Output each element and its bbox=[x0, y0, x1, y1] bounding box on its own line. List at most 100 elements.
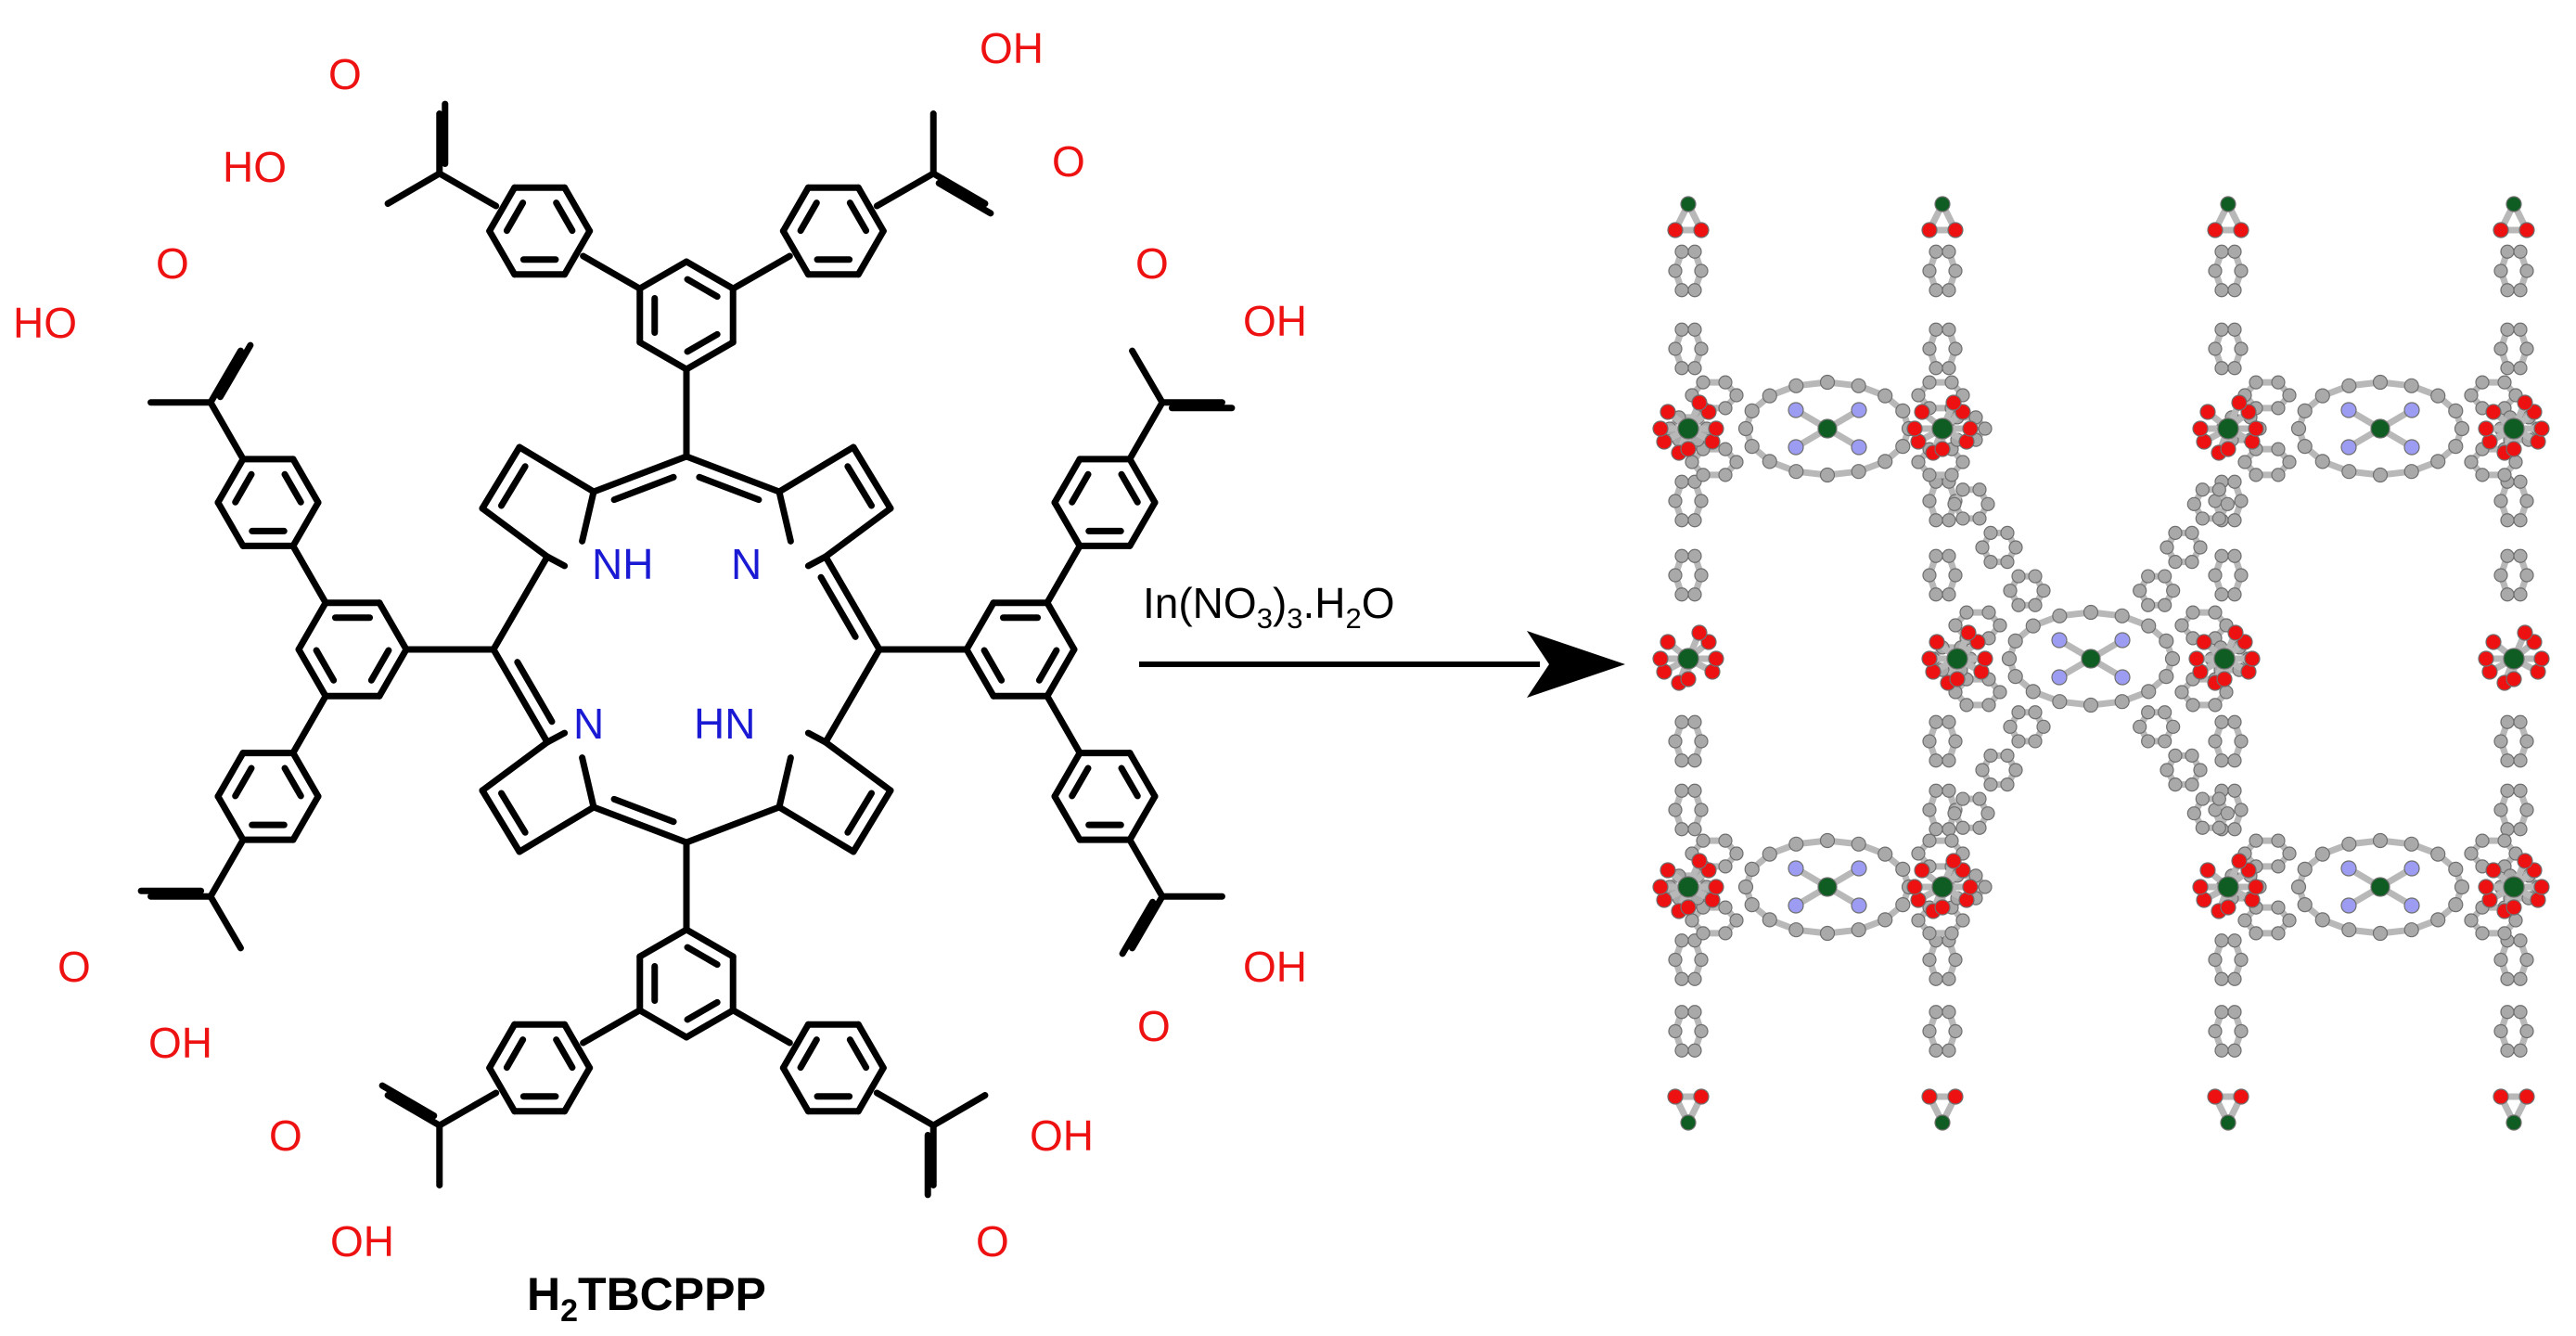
carbon-atom bbox=[2282, 913, 2297, 928]
carbon-atom bbox=[2214, 548, 2229, 563]
carbon-atom bbox=[1972, 820, 1987, 835]
bond-line bbox=[822, 553, 883, 653]
carbon-atom bbox=[2220, 806, 2235, 821]
oxygen-atom bbox=[1977, 650, 1993, 667]
carbon-atom bbox=[1674, 822, 1689, 837]
double-bond-line bbox=[817, 573, 859, 640]
carbon-atom bbox=[2430, 454, 2446, 469]
oxygen-atom bbox=[2248, 420, 2264, 437]
carbon-atom bbox=[1944, 375, 1959, 390]
carbon-atom bbox=[1922, 341, 1937, 356]
ring-bond bbox=[683, 258, 737, 292]
carbon-atom bbox=[1694, 341, 1709, 356]
carbon-atom bbox=[1819, 467, 1836, 483]
ring-bond bbox=[636, 926, 690, 960]
carbon-atom bbox=[2513, 933, 2528, 948]
carbon-atom bbox=[2403, 464, 2419, 480]
carbon-atom bbox=[2497, 375, 2512, 390]
ring-bond bbox=[561, 1064, 594, 1115]
biaryl-bond bbox=[580, 252, 644, 292]
indium-atom bbox=[2503, 876, 2525, 898]
compound-name-subscript: 2 bbox=[560, 1293, 578, 1329]
indium-atom bbox=[2217, 418, 2239, 440]
carbon-atom bbox=[2220, 496, 2235, 511]
oxygen-atom bbox=[1660, 634, 1676, 650]
carbon-atom bbox=[2208, 698, 2223, 713]
crystal-framework bbox=[1652, 196, 2550, 1131]
nitrogen-atom bbox=[2051, 632, 2068, 649]
oxygen-atom bbox=[1945, 853, 1962, 869]
carbon-atom bbox=[2493, 341, 2508, 356]
ring-bond bbox=[854, 184, 887, 235]
carbon-atom bbox=[2227, 933, 2242, 948]
oxygen-atom bbox=[1929, 634, 1945, 650]
carbon-atom bbox=[2234, 341, 2249, 356]
carbon-atom bbox=[2297, 403, 2313, 418]
oxygen-atom bbox=[2207, 222, 2224, 238]
carbon-atom bbox=[1929, 361, 1943, 376]
carbon-atom bbox=[2052, 608, 2068, 623]
carbon-atom bbox=[1694, 568, 1709, 583]
oxygen-atom bbox=[1914, 862, 1930, 879]
carbon-atom bbox=[2208, 605, 2223, 620]
carbon-atom bbox=[2341, 378, 2357, 393]
pyrrole-bond bbox=[775, 754, 794, 811]
ring-bond bbox=[636, 339, 690, 373]
carbon-atom bbox=[2195, 820, 2210, 835]
carbon-atom bbox=[2208, 734, 2223, 749]
ring-bond bbox=[561, 1021, 594, 1072]
carbon-atom bbox=[1788, 922, 1804, 938]
carbon-atom bbox=[1895, 403, 1911, 418]
carbon-atom bbox=[2214, 244, 2229, 259]
carbon-atom bbox=[1942, 1043, 1956, 1058]
carbon-atom bbox=[2519, 341, 2534, 356]
ring-double-bond bbox=[281, 764, 304, 800]
ring-bond bbox=[963, 599, 997, 653]
oxygen-atom bbox=[2192, 420, 2209, 437]
carbon-atom bbox=[1685, 913, 1699, 928]
compound-name: H2TBCPPP bbox=[527, 1268, 766, 1329]
carbon-atom bbox=[1942, 783, 1956, 798]
ring-double-bond bbox=[503, 1036, 527, 1072]
oxygen-atom bbox=[1652, 420, 1669, 437]
carbon-atom bbox=[2372, 374, 2389, 391]
carbon-atom bbox=[1895, 861, 1911, 877]
carbon-atom bbox=[2249, 926, 2263, 941]
ring-bond bbox=[636, 1007, 690, 1041]
carbon-atom bbox=[2271, 375, 2286, 390]
carbon-atom bbox=[1718, 401, 1733, 416]
oxygen-atom bbox=[2493, 222, 2509, 238]
ring-bond bbox=[779, 227, 812, 278]
carbon-atom bbox=[2214, 1043, 2229, 1058]
oxygen-atom bbox=[1660, 404, 1676, 420]
oxygen-atom bbox=[2506, 899, 2522, 916]
carbon-atom bbox=[1687, 244, 1702, 259]
carbon-atom bbox=[1694, 1023, 1709, 1039]
pyrrole-bond bbox=[804, 729, 829, 746]
nitrogen-atom bbox=[1788, 439, 1804, 456]
carbon-atom bbox=[2282, 455, 2297, 469]
oxygen-atom bbox=[1693, 222, 1710, 238]
carbon-atom bbox=[1694, 952, 1709, 968]
oxygen-atom bbox=[2216, 671, 2233, 687]
carbon-atom bbox=[2227, 322, 2242, 337]
carbon-atom bbox=[1942, 361, 1956, 376]
carbon-atom bbox=[1674, 714, 1689, 729]
carbon-atom bbox=[1687, 513, 1702, 528]
oxygen-atom bbox=[1708, 420, 1724, 437]
carbon-atom bbox=[2083, 604, 2099, 621]
ring-double-bond bbox=[980, 647, 1006, 684]
oxygen-atom bbox=[1949, 671, 1966, 687]
carbonyl-bond bbox=[929, 170, 989, 207]
carbonyl-double-bond bbox=[1119, 898, 1157, 957]
carbon-atom bbox=[2249, 833, 2263, 848]
molecule-structure: NH N N HN O HO OH O O HO O OH O OH OH O … bbox=[13, 24, 1307, 1329]
carbon-atom bbox=[2164, 650, 2181, 667]
carbon-atom bbox=[1674, 933, 1689, 948]
carbon-atom bbox=[2141, 734, 2156, 749]
oxygen-atom bbox=[2518, 222, 2535, 238]
indium-atom bbox=[2081, 649, 2101, 669]
oxygen-label: O bbox=[976, 1217, 1009, 1265]
indium-atom bbox=[1931, 418, 1954, 440]
